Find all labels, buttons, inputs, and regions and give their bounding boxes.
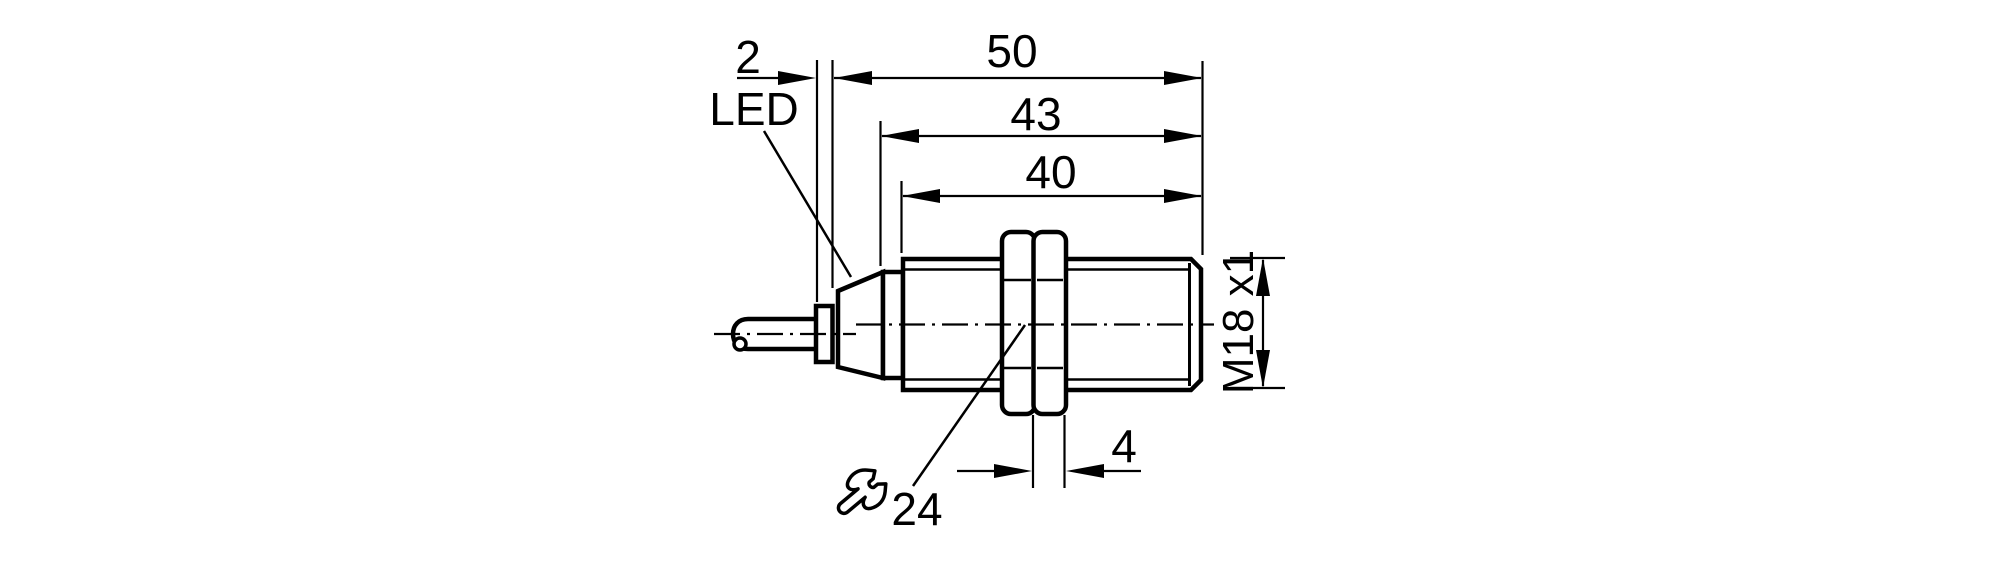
arrow-4-left bbox=[994, 464, 1032, 478]
arrow-m18-down bbox=[1256, 350, 1270, 388]
cable-end-circle bbox=[732, 336, 748, 352]
dimension-arrowheads bbox=[778, 71, 1270, 478]
led-leader-line bbox=[762, 130, 853, 278]
dim-40-label: 40 bbox=[1025, 146, 1077, 198]
arrow-50-right bbox=[1164, 71, 1202, 85]
hex-nut-chamfer-lines bbox=[1004, 278, 1063, 370]
arrow-2-right bbox=[778, 71, 816, 85]
wrench-icon bbox=[836, 468, 888, 516]
dim-2-label: 2 bbox=[735, 31, 761, 83]
led-label: LED bbox=[709, 83, 799, 135]
centerline bbox=[714, 323, 1214, 336]
arrow-40-right bbox=[1164, 189, 1202, 203]
hex-nut bbox=[999, 229, 1069, 417]
dim-43-label: 43 bbox=[1010, 88, 1062, 140]
wrench-size-label: 24 bbox=[891, 483, 943, 535]
thread-size-label: M18 x1 bbox=[1214, 249, 1263, 395]
extension-lines bbox=[815, 60, 1204, 488]
arrow-43-left bbox=[881, 129, 919, 143]
dim-50-label: 50 bbox=[986, 25, 1038, 77]
dim-4-label: 4 bbox=[1111, 420, 1137, 472]
arrow-40-left bbox=[902, 189, 940, 203]
arrow-43-right bbox=[1164, 129, 1202, 143]
hex-nut-front-face bbox=[999, 229, 1038, 417]
arrow-4-right bbox=[1066, 464, 1104, 478]
arrow-50-left bbox=[834, 71, 872, 85]
hex-nut-rear-face bbox=[1031, 229, 1069, 417]
arrow-m18-up bbox=[1256, 258, 1270, 296]
wrench-leader-line bbox=[911, 324, 1027, 487]
